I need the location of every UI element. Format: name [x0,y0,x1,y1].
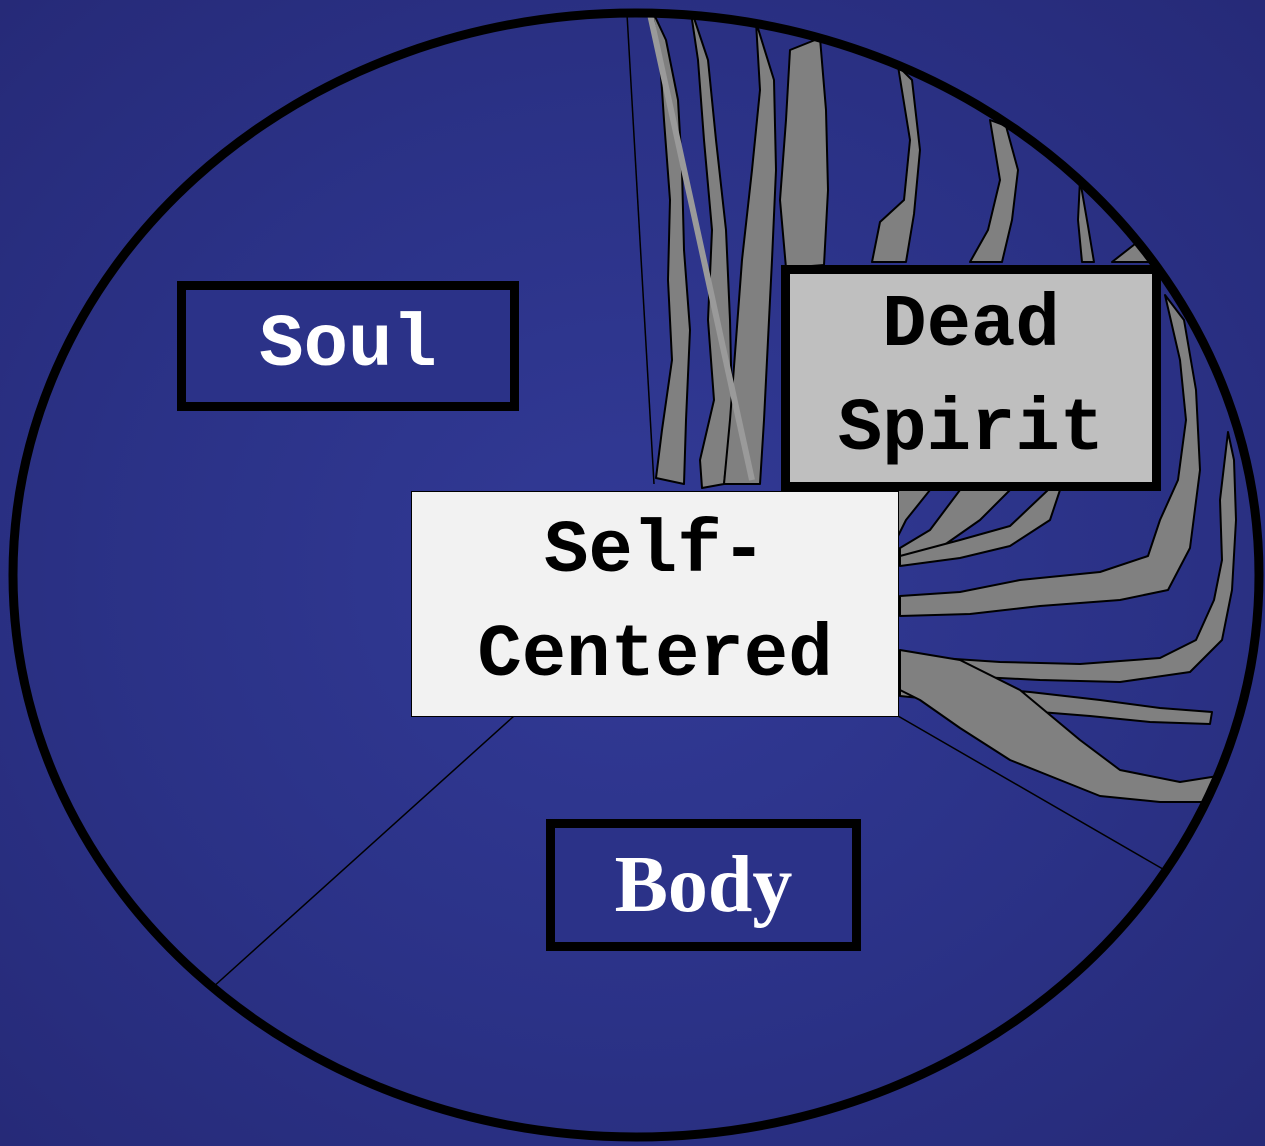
divider-spirit-left [627,14,654,484]
divider-body-left [212,716,514,988]
body-label: Body [615,845,793,925]
crack-3 [724,22,776,484]
dead-spirit-label-box: Dead Spirit [781,265,1161,491]
soul-label: Soul [259,309,437,383]
self-centered-label: Self- Centered [477,500,832,708]
crack-1 [652,10,690,484]
crack-5 [872,66,920,262]
crack-2 [690,6,732,488]
soul-label-box: Soul [177,281,519,411]
self-centered-label-box: Self- Centered [411,491,899,717]
crack-4 [780,38,828,268]
body-label-box: Body [546,819,861,951]
crack-6 [970,120,1018,262]
crack-13 [898,490,930,536]
dead-spirit-label: Dead Spirit [838,274,1104,482]
